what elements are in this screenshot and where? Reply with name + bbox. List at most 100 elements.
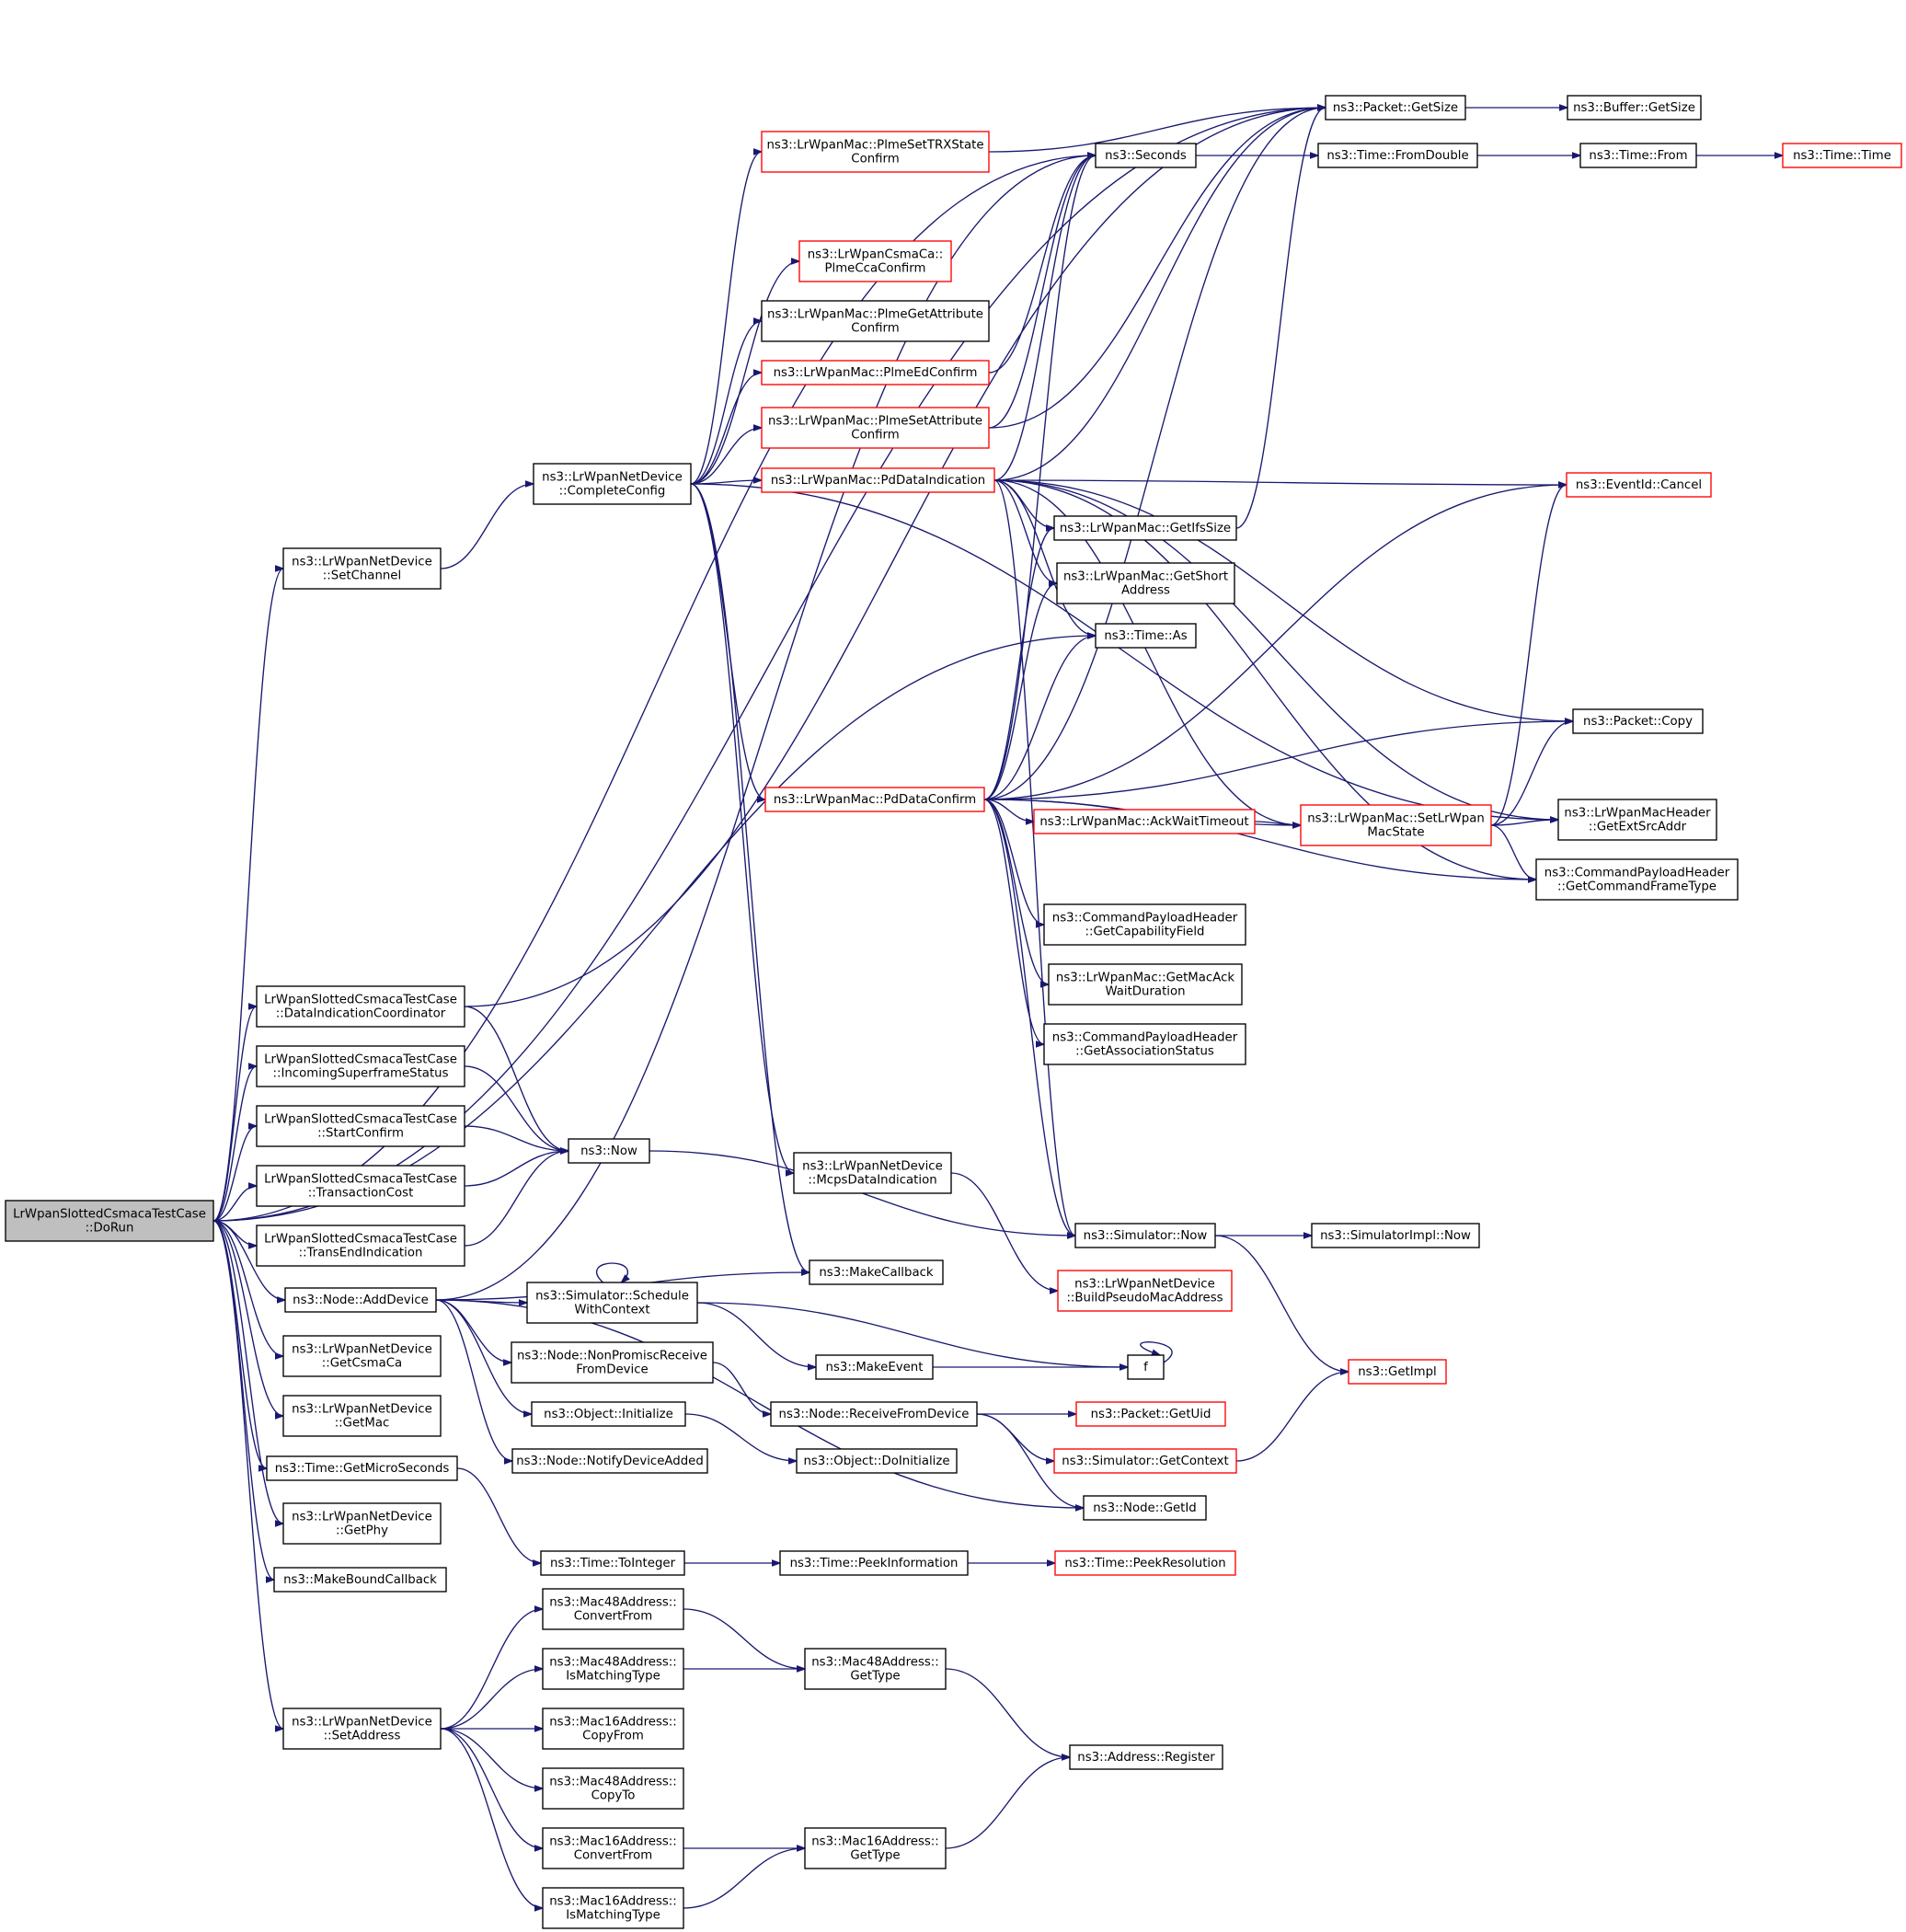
node-makeevent[interactable]: ns3::MakeEvent <box>815 1354 934 1380</box>
node-m16convfrom[interactable]: ns3::Mac16Address::ConvertFrom <box>542 1827 684 1869</box>
node-pkt_copy[interactable]: ns3::Packet::Copy <box>1572 708 1704 734</box>
node-buf_getsize[interactable]: ns3::Buffer::GetSize <box>1567 95 1702 121</box>
node-m16ismatch[interactable]: ns3::Mac16Address::IsMatchingType <box>542 1887 684 1929</box>
node-root[interactable]: LrWpanSlottedCsmacaTestCase::DoRun <box>5 1200 214 1242</box>
node-label: ns3::MakeBoundCallback <box>283 1573 437 1587</box>
node-getimpl[interactable]: ns3::GetImpl <box>1348 1359 1447 1385</box>
node-getifssize[interactable]: ns3::LrWpanMac::GetIfsSize <box>1053 515 1237 541</box>
node-label: ::SetChannel <box>323 569 401 583</box>
node-m48gettype[interactable]: ns3::Mac48Address::GetType <box>804 1648 947 1690</box>
edge-plmeed-to-seconds <box>988 155 1096 374</box>
edge-startconfirm-to-ns3now <box>464 1125 568 1151</box>
node-m16gettype[interactable]: ns3::Mac16Address::GetType <box>804 1827 947 1869</box>
node-label: MacState <box>1367 826 1424 840</box>
node-time_from[interactable]: ns3::Time::From <box>1579 143 1697 168</box>
node-addrregister[interactable]: ns3::Address::Register <box>1069 1744 1223 1770</box>
node-label: ns3::LrWpanMac::GetShort <box>1063 570 1228 584</box>
node-plmecca[interactable]: ns3::LrWpanCsmaCa::PlmeCcaConfirm <box>798 240 952 282</box>
node-label: ns3::SimulatorImpl::Now <box>1320 1229 1471 1243</box>
node-pddataind[interactable]: ns3::LrWpanMac::PdDataIndication <box>761 467 995 493</box>
node-label: ns3::LrWpanMac::PdDataIndication <box>771 474 985 488</box>
node-f[interactable]: f <box>1127 1354 1165 1380</box>
node-label: ns3::Time::FromDouble <box>1326 149 1468 163</box>
node-recvfromdevice[interactable]: ns3::Node::ReceiveFromDevice <box>770 1401 978 1427</box>
node-objinit[interactable]: ns3::Object::Initialize <box>531 1401 686 1427</box>
node-time_time[interactable]: ns3::Time::Time <box>1782 143 1902 168</box>
node-fromdouble[interactable]: ns3::Time::FromDouble <box>1317 143 1478 168</box>
node-label: ns3::Simulator::Now <box>1084 1229 1208 1243</box>
node-transend[interactable]: LrWpanSlottedCsmacaTestCase::TransEndInd… <box>256 1225 465 1267</box>
node-m48ismatch[interactable]: ns3::Mac48Address::IsMatchingType <box>542 1648 684 1690</box>
node-peekinfo[interactable]: ns3::Time::PeekInformation <box>779 1550 969 1576</box>
edge-pddataind-to-getcmdframe <box>993 479 1536 880</box>
node-peekres[interactable]: ns3::Time::PeekResolution <box>1054 1550 1236 1576</box>
node-getextsrc[interactable]: ns3::LrWpanMacHeader::GetExtSrcAddr <box>1557 799 1717 841</box>
node-adddevice[interactable]: ns3::Node::AddDevice <box>284 1287 437 1313</box>
node-getcsmaca[interactable]: ns3::LrWpanNetDevice::GetCsmaCa <box>282 1335 442 1377</box>
edge-root-to-adddevice <box>212 1220 286 1300</box>
node-incomingsf[interactable]: LrWpanSlottedCsmacaTestCase::IncomingSup… <box>256 1045 465 1087</box>
node-objdoinit[interactable]: ns3::Object::DoInitialize <box>796 1448 958 1474</box>
node-box <box>1311 1223 1480 1248</box>
node-simnow[interactable]: ns3::Simulator::Now <box>1074 1223 1216 1248</box>
node-mcpsdataind[interactable]: ns3::LrWpanNetDevice::McpsDataIndication <box>793 1152 952 1194</box>
node-getcmdframe[interactable]: ns3::CommandPayloadHeader::GetCommandFra… <box>1535 858 1739 901</box>
node-label: ns3::LrWpanMac::SetLrWpan <box>1307 812 1485 826</box>
edge-setaddress-to-m16ismatch <box>440 1728 543 1908</box>
node-label: ns3::MakeCallback <box>819 1266 934 1280</box>
node-eventcancel[interactable]: ns3::EventId::Cancel <box>1566 472 1712 498</box>
node-makebound[interactable]: ns3::MakeBoundCallback <box>273 1567 447 1593</box>
node-label: ::BuildPseudoMacAddress <box>1066 1292 1223 1305</box>
node-box <box>761 131 990 173</box>
node-tointeger[interactable]: ns3::Time::ToInteger <box>540 1550 685 1576</box>
node-simimplnow[interactable]: ns3::SimulatorImpl::Now <box>1311 1223 1480 1248</box>
node-label: ns3::LrWpanMac::PdDataConfirm <box>774 793 976 807</box>
node-setchannel[interactable]: ns3::LrWpanNetDevice::SetChannel <box>282 547 442 590</box>
node-time_as[interactable]: ns3::Time::As <box>1095 623 1197 649</box>
node-plmeed[interactable]: ns3::LrWpanMac::PlmeEdConfirm <box>761 360 990 385</box>
node-notifydevadded[interactable]: ns3::Node::NotifyDeviceAdded <box>511 1448 708 1474</box>
node-box <box>284 1287 437 1313</box>
edge-pddataconfirm-to-getshortaddr <box>983 583 1058 800</box>
node-seconds[interactable]: ns3::Seconds <box>1095 143 1197 168</box>
node-getmicro[interactable]: ns3::Time::GetMicroSeconds <box>266 1455 458 1481</box>
node-makecallback[interactable]: ns3::MakeCallback <box>809 1259 944 1285</box>
node-getcapfield[interactable]: ns3::CommandPayloadHeader::GetCapability… <box>1043 903 1246 946</box>
node-getmac[interactable]: ns3::LrWpanNetDevice::GetMac <box>282 1395 442 1437</box>
node-ns3now[interactable]: ns3::Now <box>568 1138 650 1164</box>
node-pkt_getsize[interactable]: ns3::Packet::GetSize <box>1325 95 1466 121</box>
node-box <box>256 1045 465 1087</box>
node-pkt_getuid[interactable]: ns3::Packet::GetUid <box>1075 1401 1226 1427</box>
node-m16copyfrom[interactable]: ns3::Mac16Address::CopyFrom <box>542 1708 684 1750</box>
node-m48copyto[interactable]: ns3::Mac48Address::CopyTo <box>542 1767 684 1810</box>
edge-pddataind-to-getextsrc <box>993 479 1558 820</box>
node-buildpseudo[interactable]: ns3::LrWpanNetDevice::BuildPseudoMacAddr… <box>1057 1270 1233 1312</box>
node-pddataconfirm[interactable]: ns3::LrWpanMac::PdDataConfirm <box>764 787 985 812</box>
node-m48convfrom[interactable]: ns3::Mac48Address::ConvertFrom <box>542 1588 684 1630</box>
node-box <box>1083 1495 1207 1521</box>
node-box <box>1048 963 1243 1006</box>
node-getassoc[interactable]: ns3::CommandPayloadHeader::GetAssociatio… <box>1043 1023 1246 1065</box>
node-startconfirm[interactable]: LrWpanSlottedCsmacaTestCase::StartConfir… <box>256 1105 465 1147</box>
edge-pddataconfirm-to-simnow <box>983 799 1076 1236</box>
edge-incomingsf-to-ns3now <box>464 1065 568 1151</box>
node-nodegetid[interactable]: ns3::Node::GetId <box>1083 1495 1207 1521</box>
node-getphy[interactable]: ns3::LrWpanNetDevice::GetPhy <box>282 1502 442 1545</box>
node-label: ::SetAddress <box>324 1730 401 1743</box>
node-dataindcoord[interactable]: LrWpanSlottedCsmacaTestCase::DataIndicat… <box>256 985 465 1028</box>
node-completeconfig[interactable]: ns3::LrWpanNetDevice::CompleteConfig <box>533 463 692 505</box>
node-transcost[interactable]: LrWpanSlottedCsmacaTestCase::Transaction… <box>256 1165 465 1207</box>
node-ackwait[interactable]: ns3::LrWpanMac::AckWaitTimeout <box>1033 809 1256 834</box>
node-box <box>761 300 990 342</box>
node-setaddress[interactable]: ns3::LrWpanNetDevice::SetAddress <box>282 1708 442 1750</box>
node-simgetctx[interactable]: ns3::Simulator::GetContext <box>1053 1448 1237 1474</box>
